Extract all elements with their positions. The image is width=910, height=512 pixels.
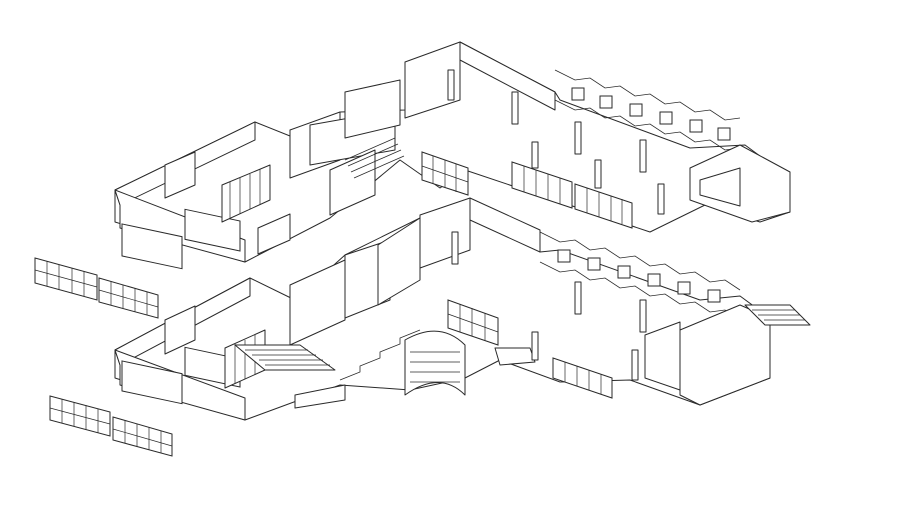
facade-windows <box>557 249 721 303</box>
upper-floor <box>114 41 791 270</box>
window-panel-3 <box>49 395 111 437</box>
back-wall <box>404 41 461 119</box>
window-panel-1 <box>34 257 98 301</box>
grand-stair <box>234 344 336 371</box>
zigzag-facade <box>554 69 741 121</box>
lower-floor <box>114 197 811 421</box>
facade-windows <box>571 87 731 141</box>
storefront-window <box>221 164 271 223</box>
curved-stair <box>404 330 466 396</box>
right-end-block <box>679 304 771 406</box>
back-wall <box>469 197 541 253</box>
loose-window-panels <box>34 257 173 457</box>
partition-wall <box>164 305 196 355</box>
partition-wall <box>257 213 291 255</box>
columns <box>447 69 665 215</box>
stair-steps <box>344 137 405 179</box>
end-room <box>699 167 741 207</box>
window-panel-2 <box>98 277 159 319</box>
columns <box>451 231 647 381</box>
window-band <box>121 223 183 270</box>
partition-wall <box>164 151 196 199</box>
core-room <box>377 217 421 306</box>
window-panel-4 <box>112 416 173 457</box>
core-room <box>344 79 401 139</box>
right-window-wall <box>552 357 613 399</box>
center-window-panel <box>421 151 469 196</box>
back-wall <box>459 41 556 111</box>
reception-desk <box>294 384 346 409</box>
core-room <box>289 259 346 346</box>
zigzag-facade <box>539 231 741 291</box>
center-window-panel <box>447 299 499 346</box>
stepped-wall <box>339 329 421 381</box>
end-room <box>644 321 681 391</box>
window-band <box>121 360 183 405</box>
exterior-stair <box>744 304 811 326</box>
right-window-wall <box>511 161 633 229</box>
counter <box>494 347 536 366</box>
